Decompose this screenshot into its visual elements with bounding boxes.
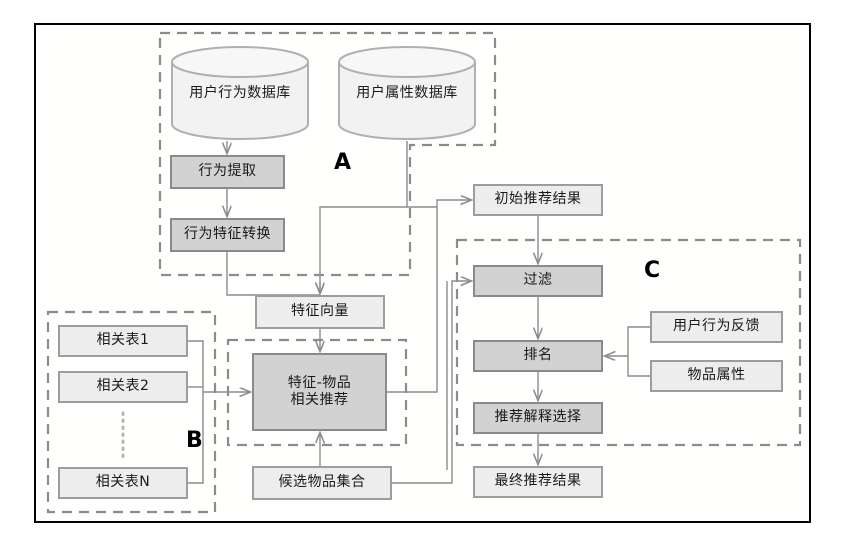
database-icon — [171, 46, 309, 140]
node-feature-vector[interactable]: 特征向量 — [255, 295, 385, 329]
cylinder-label: 用户行为数据库 — [189, 85, 291, 101]
group-label-c: C — [644, 258, 661, 283]
node-initial-recommend-result[interactable]: 初始推荐结果 — [473, 184, 603, 216]
cylinder-label: 用户属性数据库 — [356, 85, 458, 101]
cylinder-user-behavior-db[interactable]: 用户行为数据库 — [170, 45, 310, 141]
node-related-table-2[interactable]: 相关表2 — [58, 371, 188, 403]
node-behavior-extraction[interactable]: 行为提取 — [170, 155, 285, 189]
node-final-recommend-result[interactable]: 最终推荐结果 — [473, 466, 603, 498]
node-candidate-item-set[interactable]: 候选物品集合 — [252, 466, 392, 500]
database-icon — [338, 46, 476, 140]
group-label-b: B — [186, 428, 203, 453]
node-user-behavior-feedback[interactable]: 用户行为反馈 — [650, 311, 783, 343]
node-feature-item-recommend[interactable]: 特征-物品 相关推荐 — [252, 353, 387, 431]
node-recommend-explanation-select[interactable]: 推荐解释选择 — [473, 402, 603, 434]
group-label-a: A — [334, 150, 352, 175]
cylinder-user-attribute-db[interactable]: 用户属性数据库 — [337, 45, 477, 141]
node-item-attribute[interactable]: 物品属性 — [650, 360, 783, 392]
node-ranking[interactable]: 排名 — [473, 340, 603, 372]
node-filter[interactable]: 过滤 — [473, 265, 603, 297]
node-related-table-n[interactable]: 相关表N — [58, 467, 188, 499]
node-related-table-1[interactable]: 相关表1 — [58, 325, 188, 357]
node-behavior-feature-transform[interactable]: 行为特征转换 — [170, 218, 285, 252]
